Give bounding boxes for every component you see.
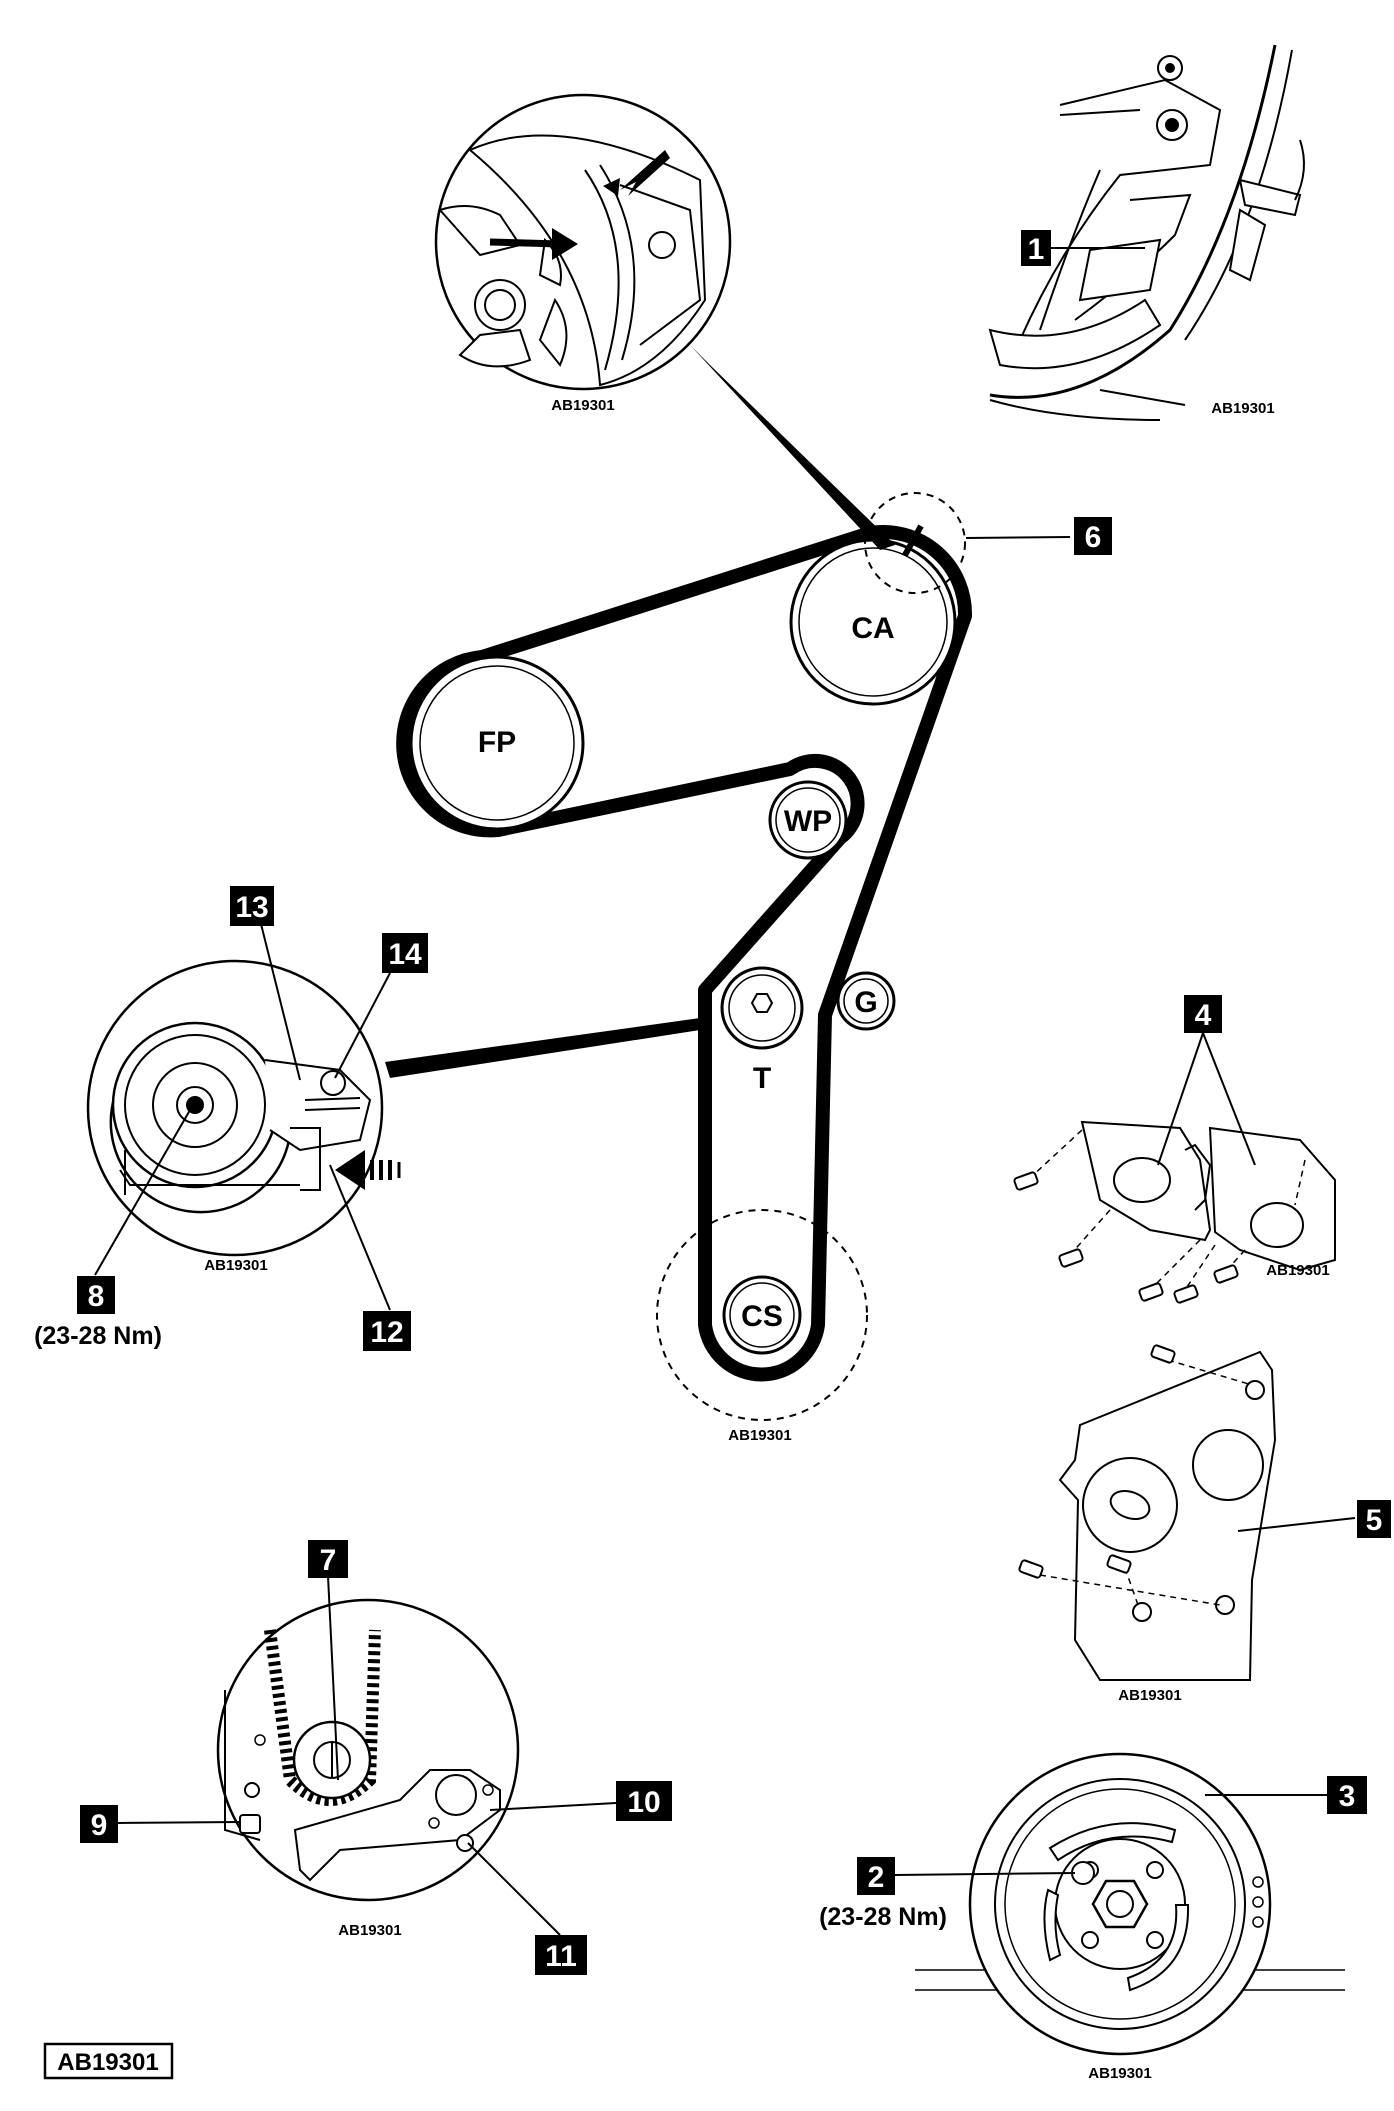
outer-cover-detail: AB19301 xyxy=(1018,1344,1277,1704)
callout-13-label: 13 xyxy=(235,891,268,924)
damper-ref: AB19301 xyxy=(1088,2065,1151,2082)
callout-8-leader xyxy=(94,1109,191,1276)
cam-mark-detail: AB19301 xyxy=(434,93,895,550)
callout-8-label: 8 xyxy=(88,1280,105,1313)
cam-timing-mark xyxy=(902,524,924,557)
callout-7-leader xyxy=(327,1575,339,1781)
camshaft-pulley-label: CA xyxy=(851,612,894,645)
callout-8-torque: (23-28 Nm) xyxy=(34,1322,162,1350)
guide-pulley: G xyxy=(836,971,896,1031)
callout-1: 1 xyxy=(1021,230,1051,266)
callout-10-leader xyxy=(489,1802,617,1811)
top-detail-ref: AB19301 xyxy=(551,397,614,414)
callout-13-leader xyxy=(259,919,301,1081)
cover5-ref: AB19301 xyxy=(1118,1687,1181,1704)
callout-9: 9 xyxy=(80,1805,118,1843)
callout-10-label: 10 xyxy=(627,1786,660,1819)
tensioner-pulley: T xyxy=(720,966,804,1095)
callout-5-leader xyxy=(1237,1517,1356,1532)
callout-2-torque: (23-28 Nm) xyxy=(819,1903,947,1931)
callout-4-leader-a xyxy=(1157,1032,1204,1166)
callout-11: 11 xyxy=(535,1935,587,1975)
callout-2: 2 xyxy=(857,1857,895,1895)
figure-reference-label: AB19301 xyxy=(57,2049,158,2076)
crankshaft-pulley-label: CS xyxy=(741,1300,783,1333)
tensioner-ref: AB19301 xyxy=(204,1257,267,1274)
callout-4: 4 xyxy=(1184,995,1222,1033)
callout-3: 3 xyxy=(1327,1776,1367,1814)
water-pump-pulley: WP xyxy=(768,780,848,860)
callout-8: 8 xyxy=(77,1276,115,1314)
callout-14-leader xyxy=(334,972,391,1079)
callout-7-label: 7 xyxy=(320,1544,337,1577)
callout-3-label: 3 xyxy=(1339,1780,1356,1813)
fuel-pump-pulley: FP xyxy=(409,655,585,831)
callout-9-leader xyxy=(116,1821,241,1824)
callout-1-label: 1 xyxy=(1028,233,1045,266)
callout-14-label: 14 xyxy=(388,938,422,971)
crank-ref: AB19301 xyxy=(728,1427,791,1444)
callout-11-leader xyxy=(467,1842,561,1936)
callout-6-leader xyxy=(965,536,1071,539)
crank-lock-detail: AB19301 xyxy=(216,1598,520,1939)
callout-14: 14 xyxy=(382,933,428,973)
guide-pulley-label: G xyxy=(854,986,877,1019)
tensioner-detail: AB19301 xyxy=(86,959,700,1274)
callout-10: 10 xyxy=(616,1781,672,1821)
crankshaft-pulley: CS xyxy=(656,1209,868,1421)
callout-12-label: 12 xyxy=(370,1316,403,1349)
callout-13: 13 xyxy=(230,886,274,926)
callout-11-label: 11 xyxy=(545,1940,577,1973)
inner-cover-detail: AB19301 xyxy=(1013,1120,1336,1304)
camshaft-pulley: CA xyxy=(789,538,957,706)
callout-9-label: 9 xyxy=(91,1809,108,1842)
cam-holder-detail: AB19301 xyxy=(988,44,1305,421)
callout-5-label: 5 xyxy=(1366,1504,1383,1537)
callout-2-leader xyxy=(894,1872,1076,1876)
water-pump-pulley-label: WP xyxy=(784,805,832,838)
item1-ref: AB19301 xyxy=(1211,400,1274,417)
callout-12-leader xyxy=(329,1164,391,1311)
callout-6-label: 6 xyxy=(1085,521,1102,554)
fuel-pump-pulley-label: FP xyxy=(478,726,516,759)
callout-6: 6 xyxy=(1074,517,1112,555)
callout-4-label: 4 xyxy=(1195,999,1212,1032)
callout-2-label: 2 xyxy=(868,1861,885,1894)
figure-reference: AB19301 xyxy=(43,2042,174,2080)
cover4-ref: AB19301 xyxy=(1266,1262,1329,1279)
callout-12: 12 xyxy=(363,1311,411,1351)
tensioner-label: T xyxy=(753,1062,771,1095)
lock-detail-ref: AB19301 xyxy=(338,1922,401,1939)
crank-damper-detail: AB19301 xyxy=(915,1752,1345,2082)
callout-7: 7 xyxy=(308,1540,348,1578)
cam-detail-circle xyxy=(864,492,966,594)
callout-4-leader-b xyxy=(1202,1032,1256,1166)
timing-belt xyxy=(396,524,973,1382)
callout-5: 5 xyxy=(1357,1500,1391,1538)
